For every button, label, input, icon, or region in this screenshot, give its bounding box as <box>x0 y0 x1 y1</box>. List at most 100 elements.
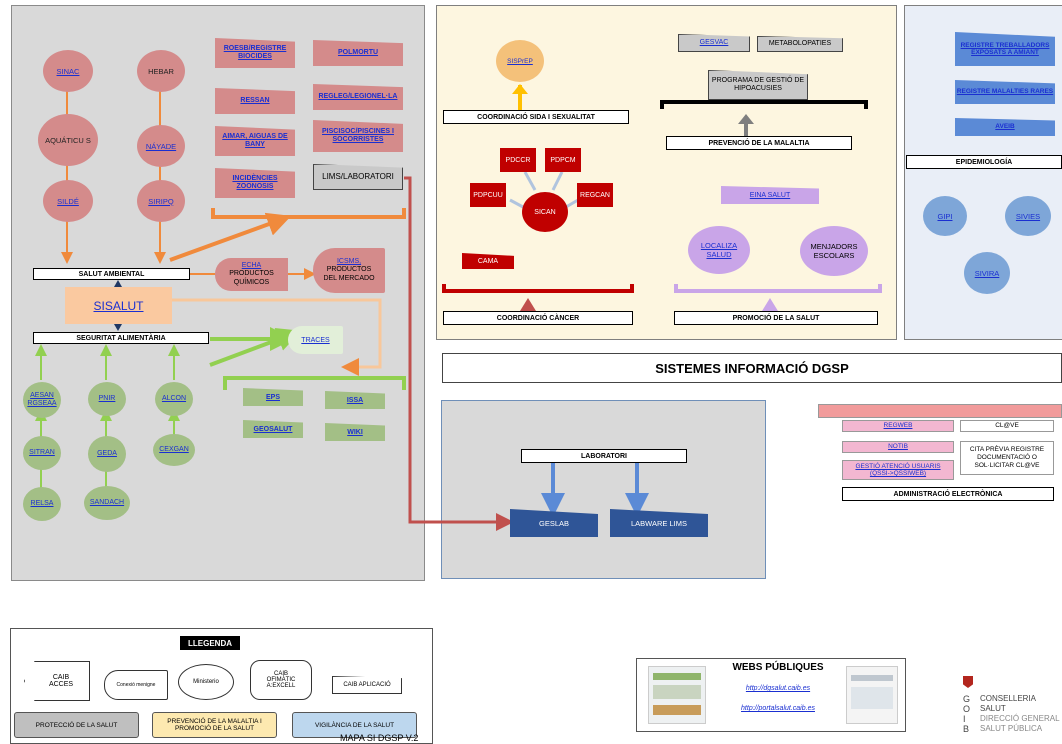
notib-box[interactable]: NOTIB <box>842 441 954 453</box>
pnir-node[interactable]: PNIR <box>88 382 126 416</box>
regcan-link <box>565 198 579 209</box>
ressan-card[interactable]: RESSAN <box>215 88 295 114</box>
echa-box[interactable]: ECHA PRODUCTOS QUÍMICOS <box>215 258 288 291</box>
legend-proteccio: PROTECCIÓ DE LA SALUT <box>14 712 139 738</box>
polmortu-card[interactable]: POLMORTU <box>313 40 403 66</box>
legend-ofimatic: CAIB OFIMÀTIC A:EXCELL <box>250 660 312 700</box>
localiza-node[interactable]: LOCALIZA SALUD <box>688 226 750 274</box>
pdpcuu-link <box>509 198 524 209</box>
main-title: SISTEMES INFORMACIÓ DGSP <box>442 353 1062 383</box>
aesan-node[interactable]: AESAN RGSEAA <box>23 382 61 418</box>
labware-node[interactable]: LABWARE LIMS <box>610 509 708 537</box>
green-bracket <box>223 376 406 390</box>
traces-node[interactable]: TRACES <box>288 326 343 354</box>
icsms-link-text[interactable]: ICSMS, <box>336 257 362 265</box>
sisprep-head <box>512 84 528 94</box>
rares-card[interactable]: REGISTRE MALALTIES RARES <box>955 80 1055 104</box>
webs-thumb-left <box>648 666 706 724</box>
sinac-node[interactable]: SINAC <box>43 50 93 92</box>
promocio-head <box>762 298 778 311</box>
geda-node[interactable]: GEDA <box>88 436 126 472</box>
geosalut-card[interactable]: GEOSALUT <box>243 420 303 438</box>
cancer-head <box>520 298 536 311</box>
sisalut-down-marker <box>114 324 122 331</box>
metabolopaties-card[interactable]: METABOLOPATIES <box>757 36 843 52</box>
sivira-node[interactable]: SIVIRA <box>964 252 1010 294</box>
govern-line-salut-publica: SALUT PÚBLICA <box>980 724 1043 733</box>
alcon-node[interactable]: ALCON <box>155 382 193 416</box>
pdpcuu-node[interactable]: PDPCUU <box>470 183 506 207</box>
promocio-label: PROMOCIÓ DE LA SALUT <box>674 311 878 325</box>
gestio-box[interactable]: GESTIÓ ATENCIÓ USUARIS (QSSI->QSSIWEB) <box>842 460 954 480</box>
cama-node[interactable]: CAMA <box>462 253 514 269</box>
menjadors-node[interactable]: MENJADORS ESCOLARS <box>800 226 868 276</box>
legend-ministerio: Ministerio <box>178 664 234 700</box>
eps-card[interactable]: EPS <box>243 388 303 406</box>
cards-bracket <box>211 208 406 219</box>
hebar-node[interactable]: HEBAR <box>137 50 185 92</box>
nayade-node[interactable]: NÁYADE <box>137 125 185 167</box>
salut-ambiental-arrow <box>169 212 292 262</box>
sisalut-label[interactable]: SISALUT <box>93 298 144 313</box>
thumb-right-block <box>851 687 893 709</box>
govern-emblem-icon <box>963 676 973 688</box>
cexgan-node[interactable]: CEXGAN <box>153 434 195 466</box>
cancer-bracket <box>442 284 634 293</box>
hipoacusies-card[interactable]: PROGRAMA DE GESTIÓ DE HIPOACUSIES <box>708 70 808 100</box>
govern-line-conselleria: CONSELLERIA <box>980 694 1037 703</box>
clave-box[interactable]: CL@VE <box>960 420 1054 432</box>
sisprep-node[interactable]: SISPrEP <box>496 40 544 82</box>
issa-card[interactable]: ISSA <box>325 391 385 409</box>
sandach-node[interactable]: SANDACH <box>84 486 130 520</box>
pdccr-node[interactable]: PDCCR <box>500 148 536 172</box>
prev-malaltia-label: PREVENCIÓ DE LA MALALTIA <box>666 136 852 150</box>
aimar-card[interactable]: AIMAR, AIGUAS DE BANY <box>215 126 295 156</box>
roesb-card[interactable]: ROESB/REGISTRE BIOCIDES <box>215 38 295 68</box>
govern-letter-b: B <box>963 724 970 734</box>
webs-url-dgsalut[interactable]: http://dgsalut.caib.es <box>745 685 811 692</box>
regleg-card[interactable]: REGLEG/LEGIONEL·LA <box>313 84 403 110</box>
legend-title: LLEGENDA <box>180 636 240 650</box>
coord-cancer-label: COORDINACIÓ CÀNCER <box>443 311 633 325</box>
gesvac-label[interactable]: GESVAC <box>699 38 729 46</box>
siripq-node[interactable]: SIRIPQ <box>137 180 185 222</box>
regweb-box[interactable]: REGWEB <box>842 420 954 432</box>
seguritat-alimentaria-label: SEGURITAT ALIMENTÀRIA <box>33 332 209 344</box>
aquaticus-node[interactable]: AQUÁTICU S <box>38 114 98 166</box>
webs-url-portalsalut[interactable]: http://portalsalut.caib.es <box>741 705 815 712</box>
traces-label[interactable]: TRACES <box>301 336 330 344</box>
relsa-node[interactable]: RELSA <box>23 487 61 521</box>
thumb-left-block <box>653 685 701 699</box>
incidencies-card[interactable]: INCIDÈNCIES ZOONOSIS <box>215 168 295 198</box>
echa-link-text[interactable]: ECHA <box>241 261 262 269</box>
pdpcm-node[interactable]: PDPCM <box>545 148 581 172</box>
coord-sida-label: COORDINACIÓ SIDA I SEXUALITAT <box>443 110 629 124</box>
govern-letter-o: O <box>963 704 971 714</box>
sisprep-label[interactable]: SISPrEP <box>507 57 533 65</box>
silde-node[interactable]: SILDÉ <box>43 180 93 222</box>
localiza-label[interactable]: LOCALIZA SALUD <box>700 241 738 259</box>
lims-card[interactable]: LIMS/LABORATORI <box>313 164 403 190</box>
sitran-node[interactable]: SITRAN <box>23 436 61 470</box>
govern-letters: G O I B <box>963 694 975 734</box>
regcan-node[interactable]: REGCAN <box>577 183 613 207</box>
eina-salut-card[interactable]: EINA SALUT <box>721 186 819 204</box>
sican-node[interactable]: SICAN <box>522 192 568 232</box>
sivies-node[interactable]: SIVIES <box>1005 196 1051 236</box>
geslab-node[interactable]: GESLAB <box>510 509 598 537</box>
icsms-box[interactable]: ICSMS, PRODUCTOS DEL MERCADO <box>313 248 385 293</box>
govern-letter-g: G <box>963 694 971 704</box>
gipi-node[interactable]: GIPI <box>923 196 967 236</box>
amiant-card[interactable]: REGISTRE TREBALLADORS EXPOSATS A AMIANT <box>955 32 1055 66</box>
gesvac-card[interactable]: GESVAC <box>678 34 750 52</box>
wiki-card[interactable]: WIKI <box>325 423 385 441</box>
admin-header-bar <box>818 404 1062 418</box>
sisalut-node[interactable]: SISALUT <box>65 287 172 324</box>
promocio-bracket <box>674 284 882 293</box>
green-diag-arrow <box>209 327 302 367</box>
cita-box[interactable]: CITA PRÈVIA REGISTRE DOCUMENTACIÓ O SOL·… <box>960 441 1054 475</box>
legend-caib-acces-text: CAIB ACCES <box>48 674 74 688</box>
piscisoc-card[interactable]: PISCISOC/PISCINES I SOCORRISTES <box>313 120 403 152</box>
aveib-card[interactable]: AVEIB <box>955 118 1055 136</box>
legend-prevencio: PREVENCIÓ DE LA MALALTIA I PROMOCIÓ DE L… <box>152 712 277 738</box>
